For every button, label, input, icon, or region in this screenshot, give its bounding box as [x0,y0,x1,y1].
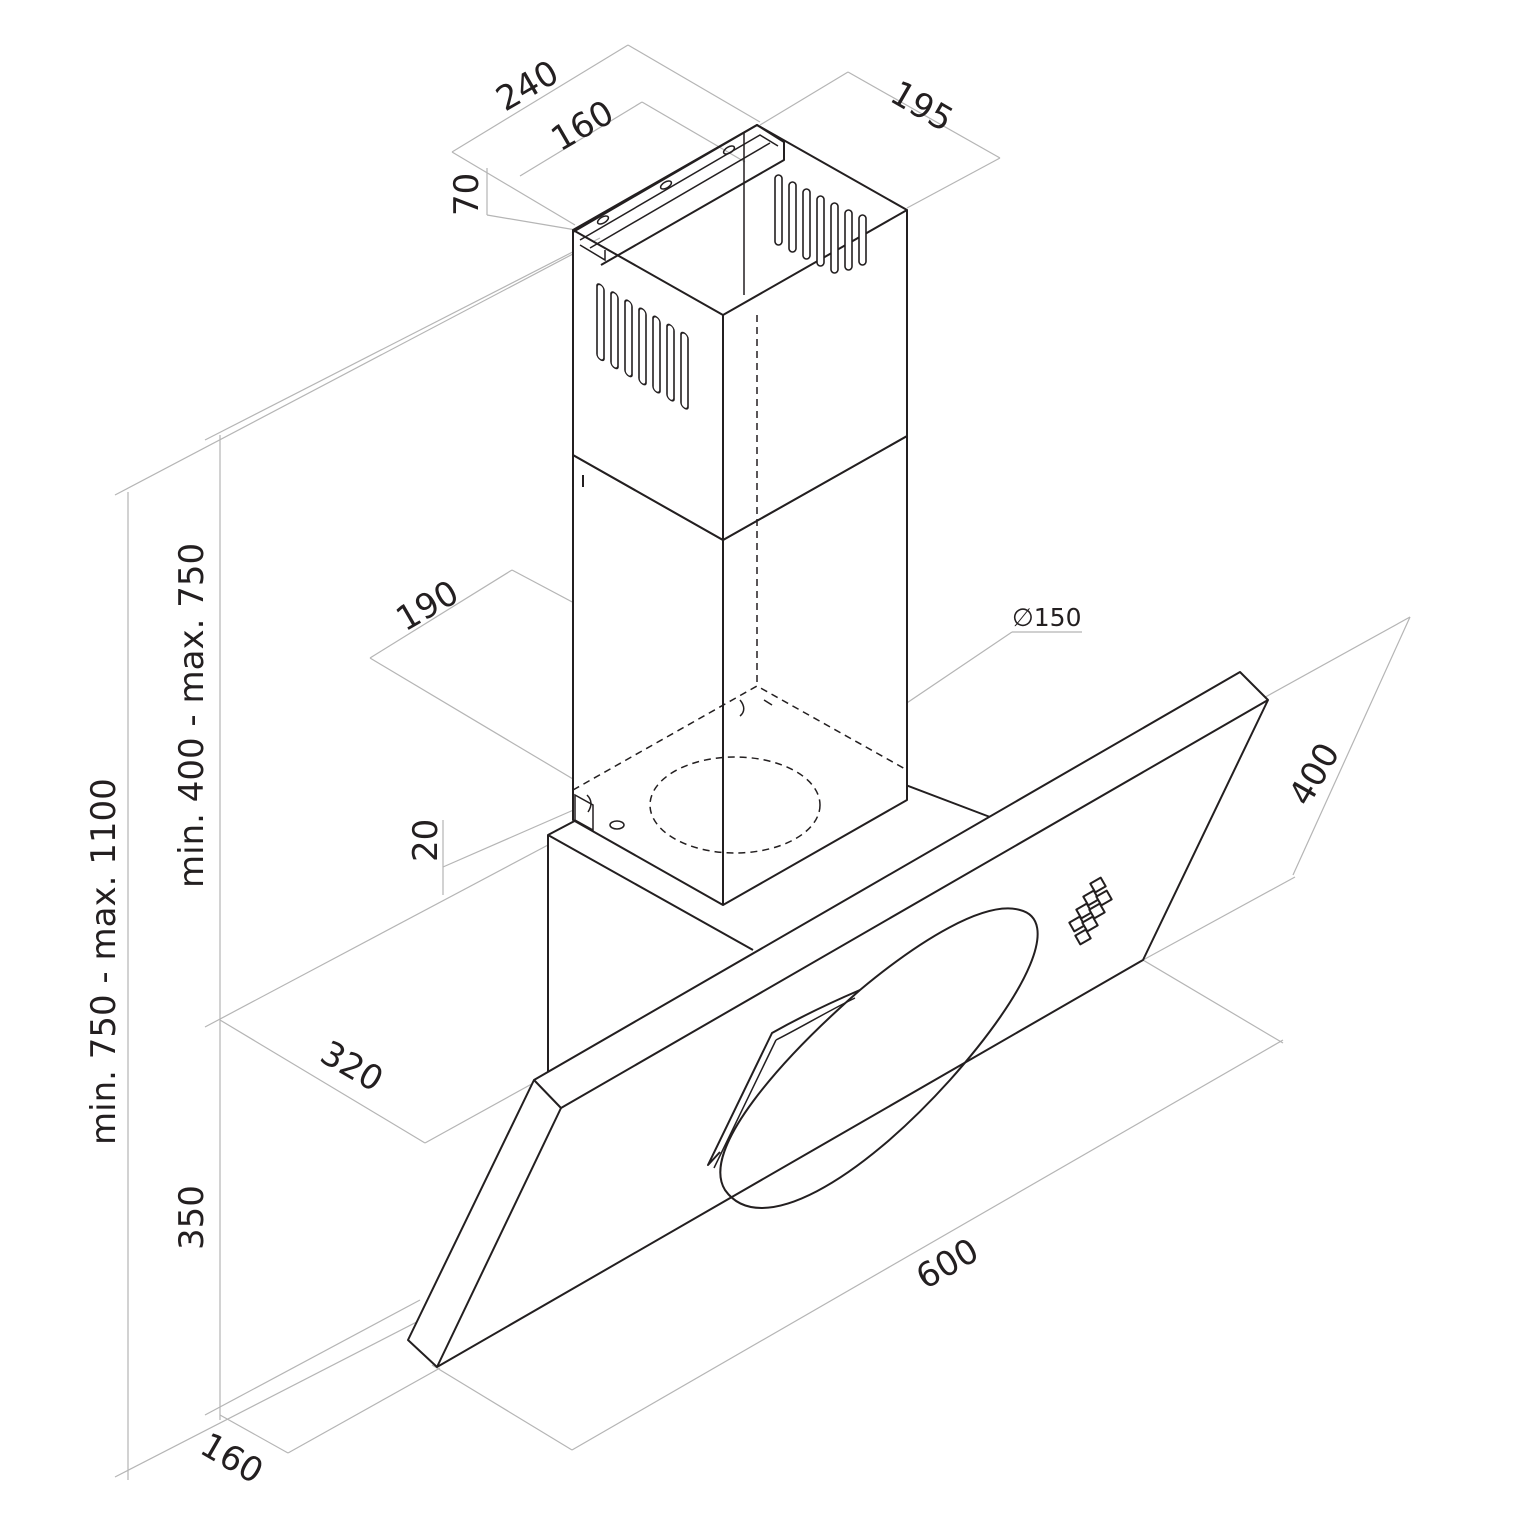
dim-base-offset: 20 [406,819,446,862]
dim-chimney-depth: 195 [884,73,960,140]
dim-body-height: 350 [172,1185,212,1250]
dim-chimney-width: 240 [490,53,566,120]
dim-outlet-diameter: ∅150 [1012,603,1082,632]
dim-bottom-depth: 160 [194,1425,270,1492]
dim-chimney-height: min. 400 - max. 750 [172,543,212,888]
dim-chimney-base-depth: 190 [390,573,466,640]
dim-body-depth: 320 [314,1033,390,1100]
control-buttons [1068,876,1113,946]
dim-total-height: min. 750 - max. 1100 [84,778,124,1145]
range-hood [407,124,1269,1368]
dim-hood-width: 600 [910,1231,986,1298]
intake-oval [719,907,1039,1209]
hidden-base-footprint [572,315,908,854]
dim-bracket-height: 70 [447,173,487,216]
vent-slots-left [596,283,689,410]
glass-panel [407,671,1269,1368]
vent-slots-right [774,174,867,274]
dim-chimney-inner-width: 160 [545,93,621,160]
